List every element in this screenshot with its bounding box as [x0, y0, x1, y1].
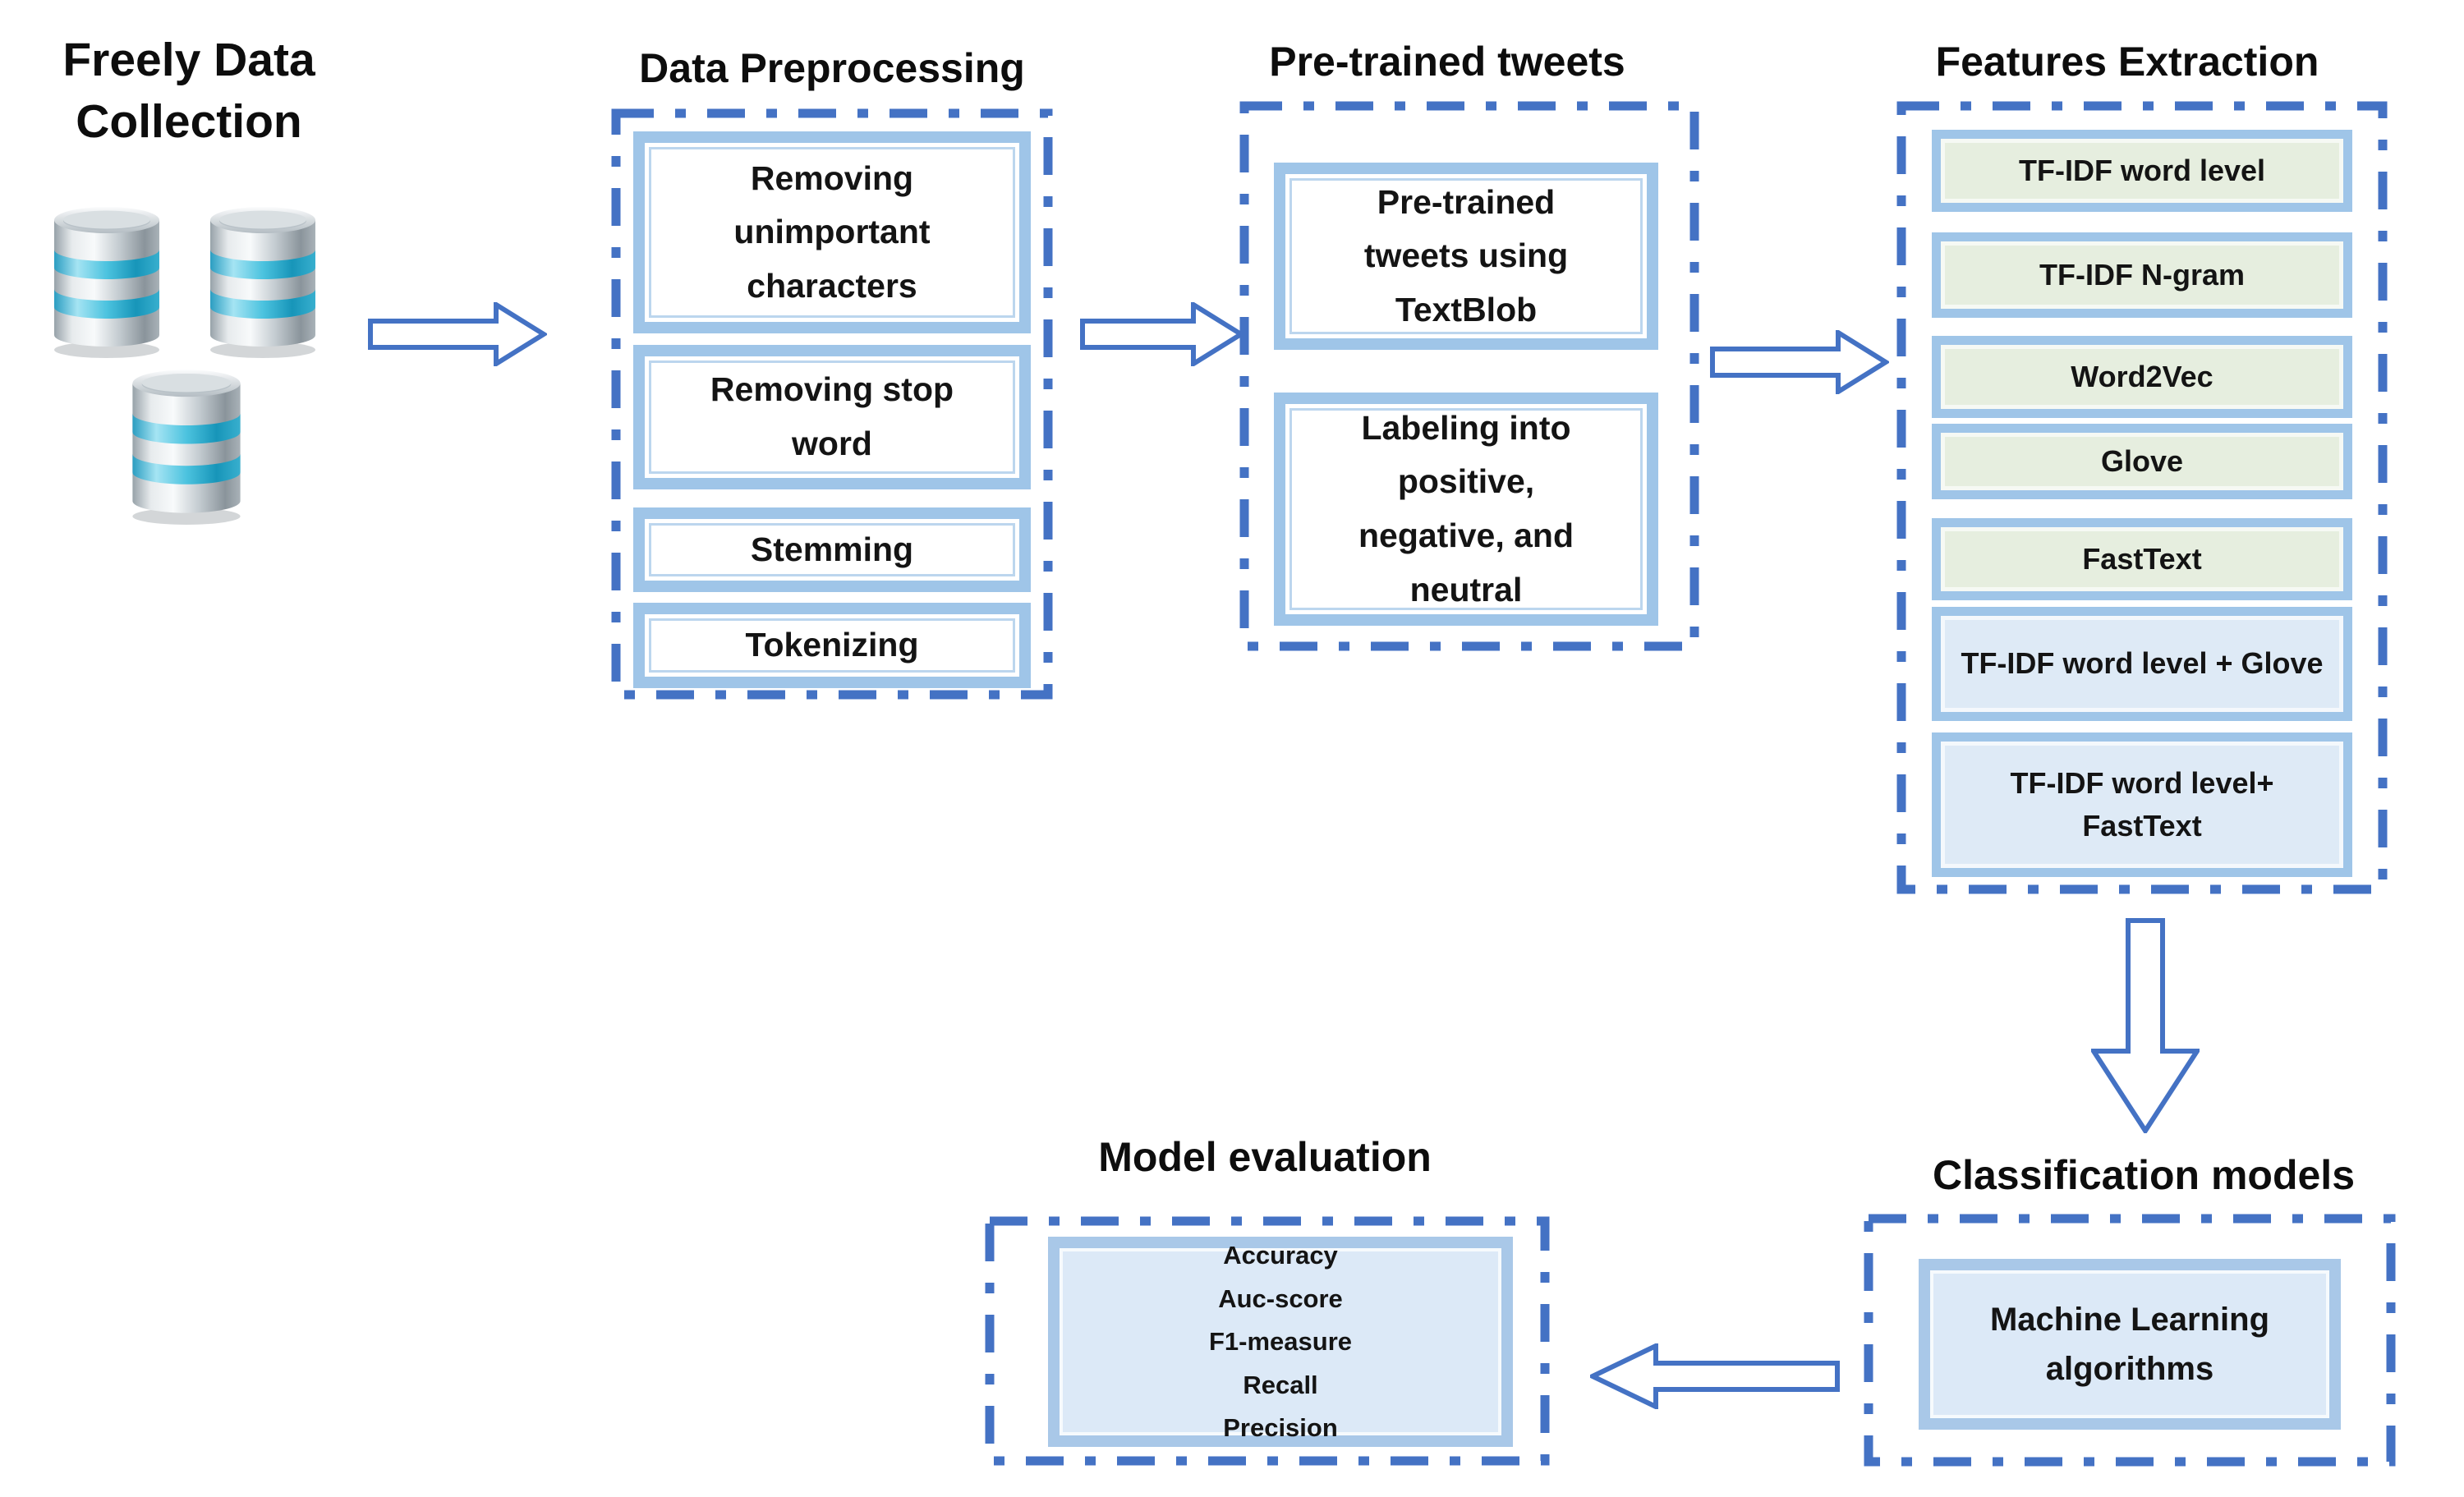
- evaluation-dashed-box: [985, 1216, 1550, 1466]
- feature-method-label: Word2Vec: [2071, 359, 2213, 393]
- database-icon: [54, 207, 159, 358]
- classification-dashed-box: [1864, 1214, 2396, 1467]
- classification-box-label: Machine Learning algorithms: [1989, 1302, 2270, 1387]
- evaluation-box: Accuracy Auc-score F1-measure Recall Pre…: [1048, 1237, 1513, 1447]
- flow-arrow-down-icon: [2091, 918, 2200, 1133]
- database-icon: [132, 370, 241, 525]
- pretrained-step: Labeling into positive, negative, and ne…: [1274, 393, 1658, 626]
- feature-method-label: TF-IDF N-gram: [2039, 257, 2245, 292]
- feature-method: FastText: [1932, 518, 2352, 600]
- preprocessing-title: Data Preprocessing: [586, 41, 1078, 95]
- flow-arrow-left-icon: [1590, 1343, 1840, 1409]
- preprocessing-step: Removing stop word: [633, 345, 1031, 489]
- preprocessing-dashed-box: [611, 108, 1053, 700]
- preprocessing-step-label: Removing stop word: [710, 370, 954, 462]
- pretrained-dashed-box: [1239, 101, 1699, 651]
- flow-arrow-right-icon: [1080, 302, 1244, 366]
- feature-method: TF-IDF word level+ FastText: [1932, 732, 2352, 877]
- evaluation-metric: F1-measure: [1208, 1327, 1353, 1357]
- pretrained-title-text: Pre-trained tweets: [1269, 39, 1625, 85]
- feature-method: TF-IDF word level + Glove: [1932, 607, 2352, 721]
- evaluation-metric: Auc-score: [1218, 1283, 1343, 1313]
- evaluation-metrics-list: Accuracy Auc-score F1-measure Recall Pre…: [1209, 1241, 1352, 1443]
- preprocessing-step-label: Tokenizing: [745, 626, 919, 664]
- preprocessing-step-label: Stemming: [750, 530, 914, 568]
- feature-method: Word2Vec: [1932, 336, 2352, 418]
- evaluation-title: Model evaluation: [1018, 1130, 1511, 1184]
- evaluation-metric: Precision: [1223, 1413, 1338, 1443]
- pretrained-step-label: Labeling into positive, negative, and ne…: [1358, 408, 1574, 608]
- evaluation-title-text: Model evaluation: [1098, 1134, 1432, 1180]
- database-icon: [210, 207, 315, 358]
- preprocessing-step: Removing unimportant characters: [633, 131, 1031, 333]
- preprocessing-step: Tokenizing: [633, 603, 1031, 688]
- evaluation-metric: Accuracy: [1223, 1240, 1338, 1270]
- feature-method: Glove: [1932, 424, 2352, 499]
- pretrained-title: Pre-trained tweets: [1201, 34, 1694, 89]
- preprocessing-step: Stemming: [633, 507, 1031, 592]
- feature-method: TF-IDF N-gram: [1932, 232, 2352, 318]
- flow-arrow-right-icon: [368, 302, 547, 366]
- features-title-text: Features Extraction: [1935, 39, 2319, 85]
- features-title: Features Extraction: [1881, 34, 2374, 89]
- preprocessing-title-text: Data Preprocessing: [639, 45, 1025, 91]
- feature-method-label: TF-IDF word level: [2018, 153, 2266, 187]
- data-collection-title-text: Freely Data Collection: [62, 34, 315, 149]
- pretrained-step: Pre-trained tweets using TextBlob: [1274, 163, 1658, 350]
- data-collection-title: Freely Data Collection: [33, 30, 345, 153]
- classification-box: Machine Learning algorithms: [1919, 1259, 2341, 1430]
- feature-method-label: TF-IDF word level + Glove: [1961, 646, 2324, 681]
- feature-method-label: TF-IDF word level+ FastText: [2010, 765, 2274, 843]
- flow-arrow-right-icon: [1710, 330, 1889, 394]
- evaluation-metric: Recall: [1243, 1370, 1318, 1399]
- feature-method-label: FastText: [2082, 541, 2202, 576]
- preprocessing-step-label: Removing unimportant characters: [733, 158, 931, 305]
- classification-title: Classification models: [1889, 1148, 2398, 1202]
- feature-method: TF-IDF word level: [1932, 130, 2352, 212]
- pretrained-step-label: Pre-trained tweets using TextBlob: [1363, 182, 1569, 328]
- feature-method-label: Glove: [2100, 443, 2184, 478]
- classification-title-text: Classification models: [1932, 1152, 2356, 1198]
